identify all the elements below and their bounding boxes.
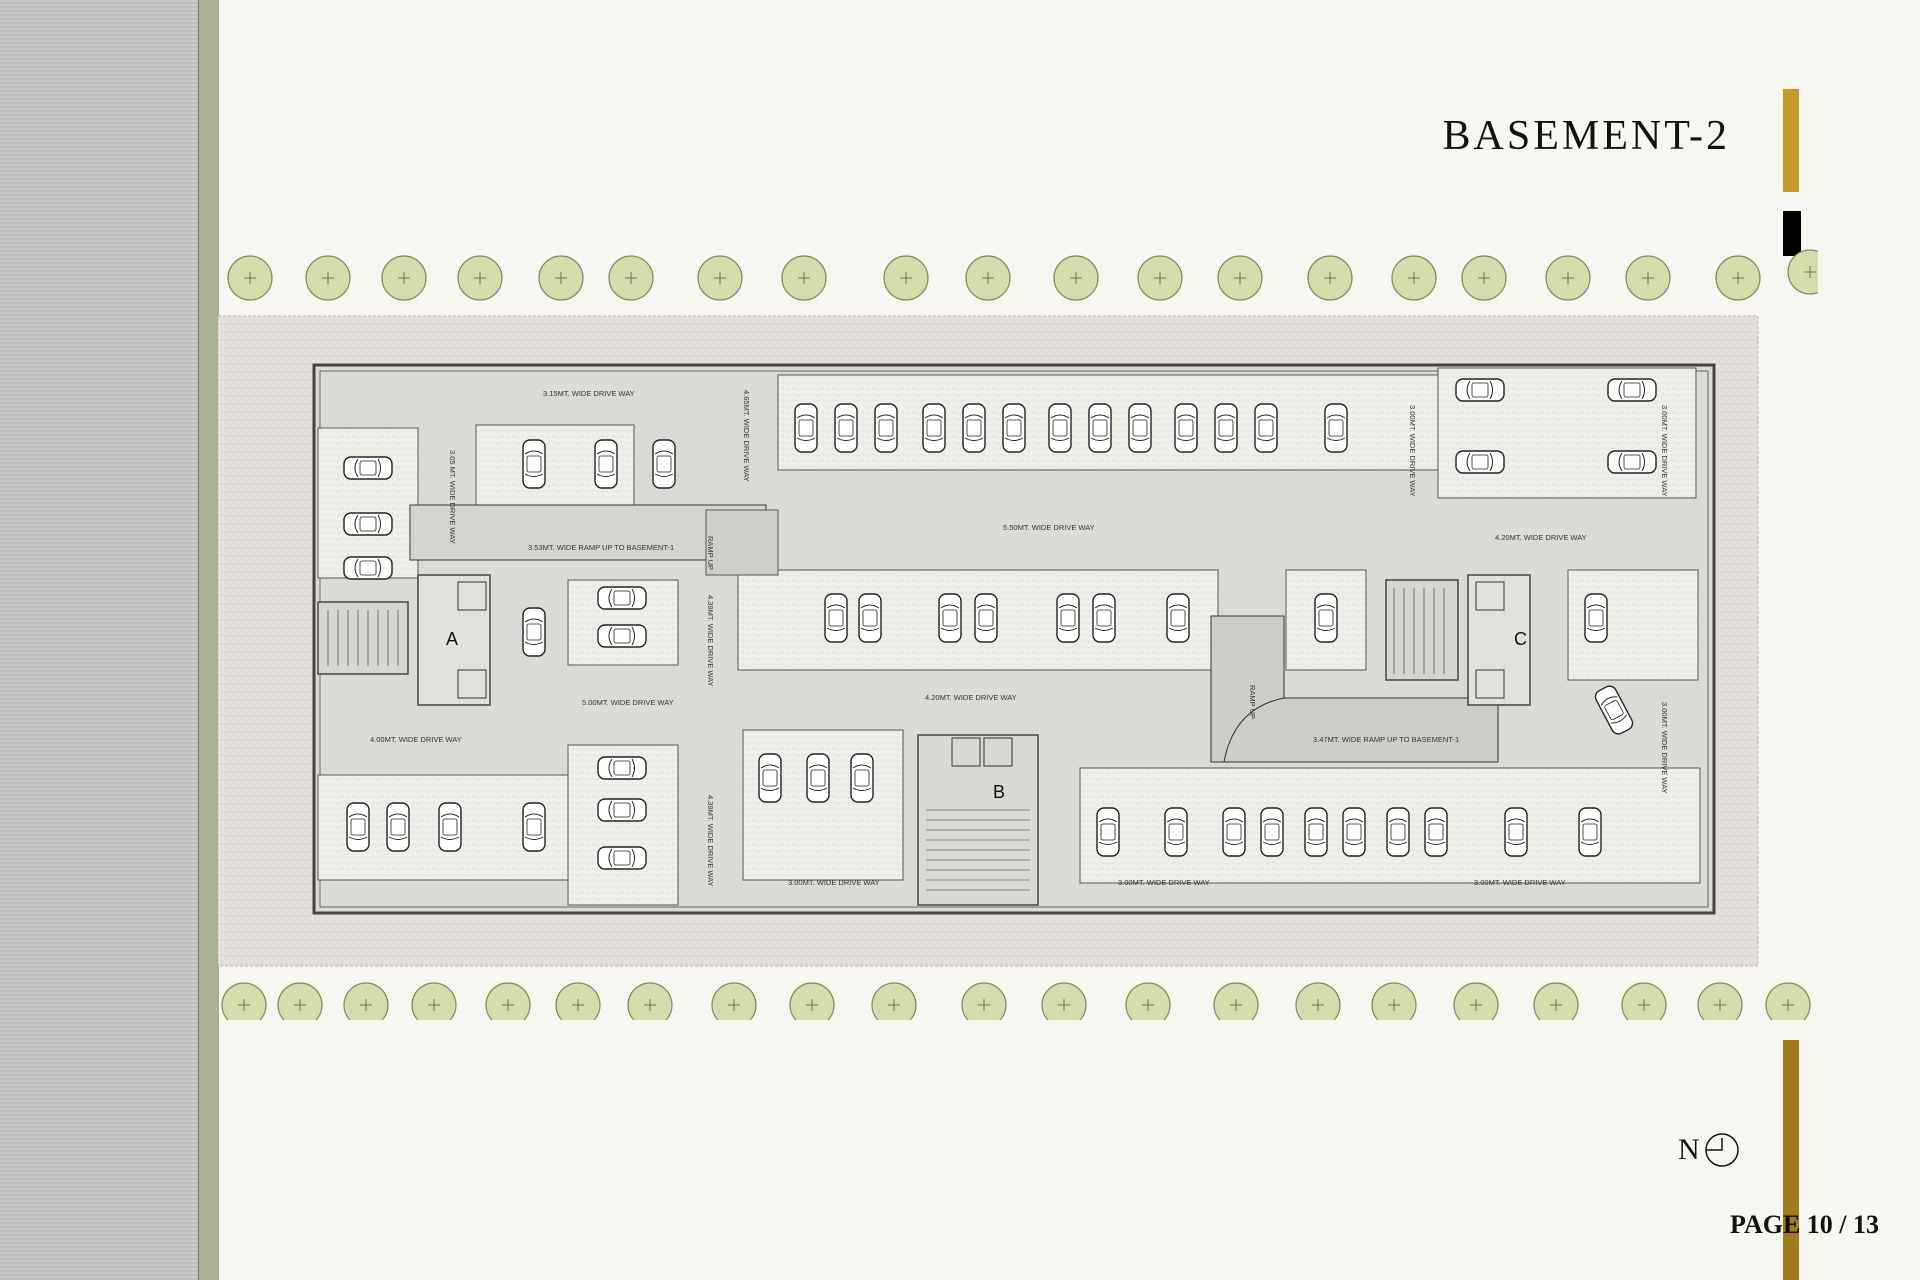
svg-text:C: C xyxy=(1514,629,1527,649)
gold-accent-bar-top xyxy=(1783,89,1799,192)
svg-text:3.00MT. WIDE DRIVE WAY: 3.00MT. WIDE DRIVE WAY xyxy=(1660,405,1669,497)
svg-text:4.00MT. WIDE DRIVE WAY: 4.00MT. WIDE DRIVE WAY xyxy=(370,735,462,744)
svg-text:3.00MT. WIDE DRIVE WAY: 3.00MT. WIDE DRIVE WAY xyxy=(1118,878,1210,887)
basement-plan: A B C 3.15MT. WIDE DRIVE WAY 3.05 MT. WI… xyxy=(218,249,1818,1020)
svg-text:3.00MT. WIDE DRIVE WAY: 3.00MT. WIDE DRIVE WAY xyxy=(788,878,880,887)
road xyxy=(0,0,198,1280)
svg-text:5.00MT. WIDE DRIVE WAY: 5.00MT. WIDE DRIVE WAY xyxy=(582,698,674,707)
page-title: BASEMENT-2 xyxy=(1442,113,1730,159)
gold-accent-bar-bottom xyxy=(1783,1040,1799,1280)
svg-text:4.39MT. WIDE DRIVE WAY: 4.39MT. WIDE DRIVE WAY xyxy=(706,795,715,887)
svg-text:3.00MT. WIDE DRIVE WAY: 3.00MT. WIDE DRIVE WAY xyxy=(1474,878,1566,887)
svg-text:3.47MT. WIDE RAMP UP TO BASEME: 3.47MT. WIDE RAMP UP TO BASEMENT-1 xyxy=(1313,735,1459,744)
page-number: PAGE 10 / 13 xyxy=(1730,1210,1880,1239)
ramp-up-east xyxy=(1210,615,1499,763)
black-accent-bar xyxy=(1783,211,1801,256)
svg-text:3.00MT. WIDE DRIVE WAY: 3.00MT. WIDE DRIVE WAY xyxy=(1660,702,1669,794)
north-arrow-icon xyxy=(1704,1133,1739,1167)
svg-text:B: B xyxy=(993,782,1005,802)
svg-text:3.00MT. WIDE DRIVE WAY: 3.00MT. WIDE DRIVE WAY xyxy=(1408,405,1417,497)
north-label: N xyxy=(1678,1133,1700,1166)
svg-text:4.20MT. WIDE DRIVE WAY: 4.20MT. WIDE DRIVE WAY xyxy=(1495,533,1587,542)
core-a: A xyxy=(317,574,491,706)
ramp-landing xyxy=(705,509,779,576)
svg-text:3.53MT. WIDE RAMP UP TO BASEME: 3.53MT. WIDE RAMP UP TO BASEMENT-1 xyxy=(528,543,674,552)
svg-text:RAMP UP: RAMP UP xyxy=(1248,685,1257,719)
svg-text:4.20MT. WIDE DRIVE WAY: 4.20MT. WIDE DRIVE WAY xyxy=(925,693,1017,702)
svg-text:4.65MT. WIDE DRIVE WAY: 4.65MT. WIDE DRIVE WAY xyxy=(742,390,751,482)
svg-text:4.39MT. WIDE DRIVE WAY: 4.39MT. WIDE DRIVE WAY xyxy=(706,595,715,687)
svg-text:5.50MT. WIDE DRIVE WAY: 5.50MT. WIDE DRIVE WAY xyxy=(1003,523,1095,532)
core-c: C xyxy=(1385,574,1531,706)
svg-text:3.15MT. WIDE DRIVE WAY: 3.15MT. WIDE DRIVE WAY xyxy=(543,389,635,398)
north-arrow: N xyxy=(1678,1132,1740,1168)
trees-top xyxy=(227,249,1818,301)
drive-way-labels: 3.15MT. WIDE DRIVE WAY 3.05 MT. WIDE DRI… xyxy=(370,389,1669,887)
trees-bottom xyxy=(221,982,1811,1020)
core-b: B xyxy=(917,734,1039,906)
green-verge xyxy=(198,0,219,1280)
svg-text:RAMP UP: RAMP UP xyxy=(706,536,715,570)
svg-text:A: A xyxy=(446,629,458,649)
svg-text:3.05 MT. WIDE DRIVE WAY: 3.05 MT. WIDE DRIVE WAY xyxy=(448,450,457,544)
